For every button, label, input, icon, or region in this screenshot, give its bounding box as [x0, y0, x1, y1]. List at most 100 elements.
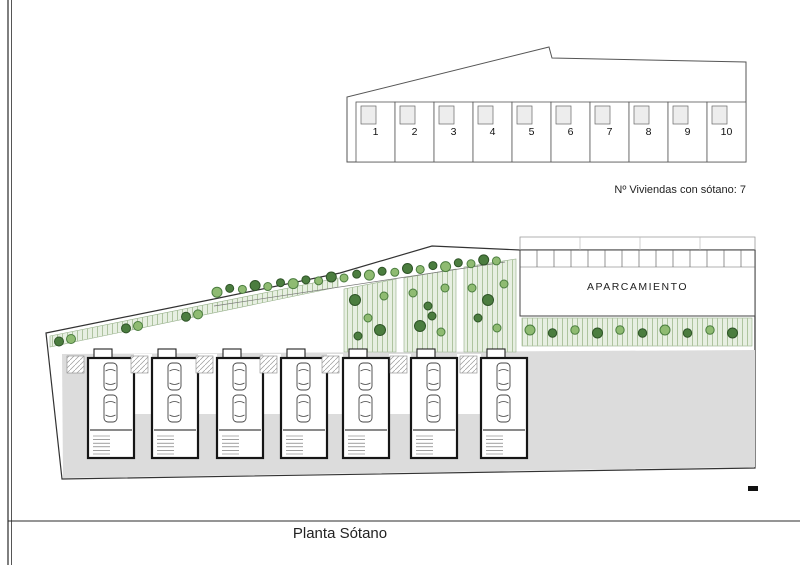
tree-icon	[466, 259, 476, 269]
car-icon	[103, 394, 118, 423]
tree-icon	[524, 324, 536, 336]
tree-icon	[492, 323, 502, 333]
keyplan-unit-number: 10	[720, 126, 733, 138]
basement-unit-plan	[321, 348, 391, 460]
ground-area	[62, 350, 755, 478]
exterior-stair-hatch	[322, 356, 339, 373]
exterior-stair-hatch	[390, 356, 407, 373]
car-icon	[232, 394, 247, 423]
tree-icon	[133, 321, 143, 331]
exterior-stair-hatch	[131, 356, 148, 373]
keyplan-cell-core	[555, 105, 572, 125]
tree-icon	[453, 258, 463, 268]
tree-icon	[547, 328, 558, 338]
unit-entry	[486, 348, 506, 359]
parking-stalls	[536, 250, 742, 267]
tree-icon	[66, 334, 76, 344]
keyplan-unit-number: 1	[372, 126, 379, 138]
basement-unit-plan	[459, 348, 529, 460]
tree-icon	[193, 309, 203, 320]
keyplan-cell-core	[672, 105, 689, 125]
tree-icon	[682, 328, 693, 338]
car-icon	[167, 394, 182, 423]
basement-unit-plan	[259, 348, 329, 460]
tree-icon	[353, 331, 363, 341]
unit-gap	[457, 354, 481, 414]
tree-icon	[379, 291, 389, 301]
tree-icon	[592, 327, 603, 339]
tree-icon	[491, 256, 501, 266]
tree-icon	[181, 311, 191, 322]
tree-icon	[237, 284, 247, 294]
garden-strip	[403, 268, 457, 353]
basement-count-note: Nº Viviendas con sótano: 7	[614, 184, 746, 196]
garden-strip-hatch	[464, 259, 516, 352]
unit-entry	[286, 348, 306, 359]
garden-strip-hatch	[404, 269, 456, 352]
tree-icon	[263, 282, 273, 292]
car-icon	[296, 362, 311, 391]
car-icon	[358, 394, 373, 423]
exterior-stair	[389, 355, 408, 374]
garden-strip	[343, 278, 397, 353]
keyplan-unit-number: 8	[645, 126, 652, 138]
car-icon	[296, 394, 311, 423]
keyplan-cell-core	[438, 105, 455, 125]
keyplan	[346, 46, 747, 163]
exterior-stair	[321, 355, 340, 374]
keyplan-unit-number: 7	[606, 126, 613, 138]
garden-strip-hatch	[344, 279, 396, 352]
tree-icon	[301, 275, 311, 285]
unit-entry	[157, 348, 177, 359]
exterior-stair	[130, 355, 149, 374]
exterior-stair-hatch	[460, 356, 477, 373]
basement-units	[66, 348, 529, 460]
exterior-stair	[259, 355, 278, 374]
garden-strip-hatch	[522, 318, 752, 346]
keyplan-cell-core	[594, 105, 611, 125]
tree-icon	[374, 324, 386, 336]
car-icon	[358, 362, 373, 391]
car-icon	[426, 362, 441, 391]
tree-icon	[314, 276, 324, 286]
unit-walls	[409, 356, 459, 460]
garden-strip	[521, 317, 753, 347]
tree-icon	[249, 280, 261, 292]
unit-entry	[416, 348, 436, 359]
tree-icon	[440, 261, 452, 273]
site-plan	[45, 236, 758, 491]
unit-walls	[479, 356, 529, 460]
tree-icon	[211, 286, 223, 298]
unit-gap	[134, 354, 152, 414]
tree-icon	[225, 283, 235, 293]
keyplan-unit-number: 4	[489, 126, 496, 138]
trees	[54, 254, 738, 347]
tree-icon	[478, 254, 490, 266]
scale-mark	[748, 486, 758, 491]
keyplan-cell-core	[360, 105, 377, 125]
keyplan-cell-core	[711, 105, 728, 125]
parking-label: APARCAMIENTO	[586, 281, 689, 293]
tree-icon	[428, 261, 438, 271]
unit-walls	[341, 356, 391, 460]
tree-icon	[363, 269, 375, 281]
keyplan-unit-number: 6	[567, 126, 574, 138]
garden-strip	[463, 258, 517, 353]
unit-gap	[327, 354, 343, 414]
car-icon	[496, 394, 511, 423]
tree-icon	[349, 294, 361, 306]
tree-icon	[436, 327, 446, 337]
exterior-stair-hatch	[67, 356, 84, 373]
keyplan-outline	[346, 46, 747, 163]
unit-entry	[222, 348, 242, 359]
car-icon	[103, 362, 118, 391]
car-icon	[232, 362, 247, 391]
tree-icon	[473, 313, 483, 323]
car-icon	[167, 362, 182, 391]
tree-icon	[637, 328, 648, 338]
car-icon	[426, 394, 441, 423]
tree-icon	[705, 325, 715, 335]
tree-icon	[482, 294, 494, 306]
tree-icon	[499, 279, 509, 289]
